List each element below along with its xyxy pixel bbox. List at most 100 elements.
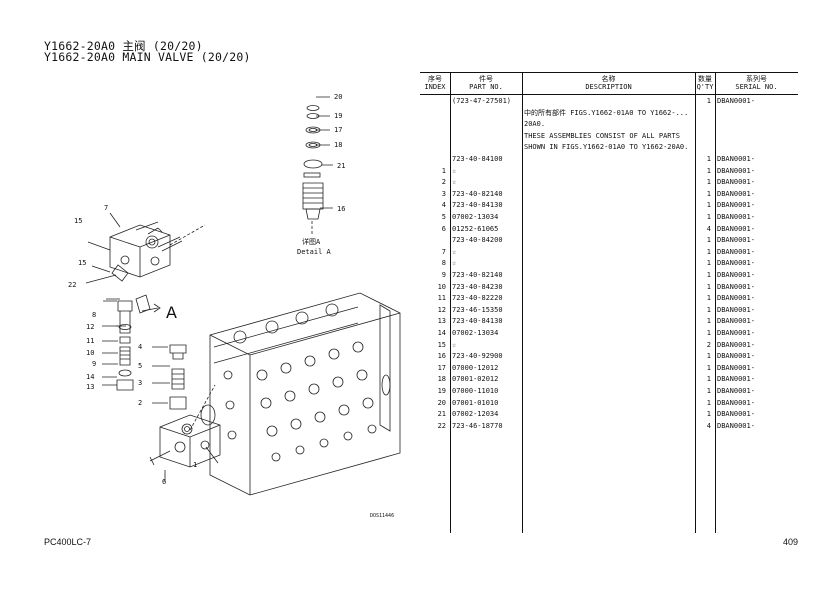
row-part-no: 723-40-84100 — [452, 155, 503, 163]
table-row: 507002-13034............................… — [420, 212, 798, 224]
row-part-no: 723-40-82220 — [452, 294, 503, 303]
row-index: 2 — [441, 178, 446, 187]
callout-3: 3 — [138, 379, 142, 387]
table-row: 601252-61065............................… — [420, 224, 798, 236]
row-part-no: 07000-11010 — [452, 387, 499, 395]
table-row: 723-40-84200............................… — [420, 235, 798, 247]
row-qty: 1 — [706, 189, 711, 198]
page-number: 409 — [783, 537, 799, 547]
row-qty: 1 — [706, 97, 711, 105]
header-part-cn: 件号 — [479, 75, 493, 83]
row-note: 中的所有部件 FIGS.Y1662-01A0 TO Y1662-... — [524, 108, 689, 117]
row-serial: DBAN0001- — [717, 363, 755, 372]
callout-10: 10 — [86, 349, 94, 357]
row-qty: 1 — [706, 305, 711, 314]
callout-12: 12 — [86, 323, 94, 331]
header-index-en: INDEX — [424, 83, 446, 91]
row-index: 20 — [437, 398, 446, 407]
callout-13: 13 — [86, 383, 94, 391]
row-qty: 1 — [706, 155, 711, 163]
row-serial: DBAN0001- — [717, 375, 755, 384]
row-part-no: 07002-12034 — [452, 410, 499, 419]
callout-14: 14 — [86, 373, 94, 381]
header-qty-cn: 数量 — [698, 75, 712, 83]
row-part-no: 01252-61065 — [452, 224, 499, 233]
callout-22: 22 — [68, 281, 76, 289]
callout-11: 11 — [86, 337, 94, 345]
table-row: 2007001-01010...........................… — [420, 398, 798, 410]
row-serial: DBAN0001- — [717, 189, 755, 198]
row-index: 9 — [441, 271, 446, 279]
row-serial: DBAN0001- — [717, 224, 755, 233]
row-part-no: 07002-13034 — [452, 329, 499, 337]
callout-15a: 15 — [74, 217, 82, 225]
row-part-no: 723-40-84130 — [452, 317, 503, 326]
row-part-no: ☆ — [452, 178, 457, 187]
parts-column-left — [102, 300, 134, 391]
table-row: 2☆......................................… — [420, 177, 798, 189]
table-row: 10723-40-84230..........................… — [420, 282, 798, 294]
row-part-no: 723-40-84200 — [452, 236, 503, 245]
callout-17: 17 — [334, 126, 342, 134]
row-qty: 1 — [706, 317, 711, 326]
table-row: (723-47-27501)..........................… — [420, 96, 798, 108]
table-row: 8☆......................................… — [420, 258, 798, 270]
callout-4: 4 — [138, 343, 142, 351]
table-row: 1807001-02012...........................… — [420, 374, 798, 386]
row-qty: 1 — [706, 387, 711, 395]
table-row: 15☆.....................................… — [420, 340, 798, 352]
row-part-no: (723-47-27501) — [452, 97, 512, 105]
header-serial-cn: 系列号 — [746, 75, 767, 83]
row-serial: DBAN0001- — [717, 247, 755, 256]
row-index: 15 — [437, 340, 446, 349]
row-part-no: 07000-12012 — [452, 363, 499, 372]
row-qty: 1 — [706, 178, 711, 187]
table-row: 723-40-84100............................… — [420, 154, 798, 166]
row-index: 19 — [437, 387, 446, 395]
callout-1: 1 — [193, 461, 197, 469]
row-qty: 1 — [706, 166, 711, 175]
row-part-no: 723-40-92900 — [452, 352, 503, 361]
callout-2: 2 — [138, 399, 142, 407]
header-part-en: PART NO. — [469, 83, 503, 91]
row-index: 14 — [437, 329, 446, 337]
row-index: 17 — [437, 363, 446, 372]
row-part-no: 07002-13034 — [452, 213, 499, 221]
row-qty: 1 — [706, 352, 711, 361]
callout-8: 8 — [92, 311, 96, 319]
table-row: SHOWN IN FIGS.Y1662-01A0 TO Y1662-20A0. — [420, 142, 798, 154]
model-number: PC400LC-7 — [44, 537, 92, 547]
table-row: 22723-46-18770..........................… — [420, 421, 798, 433]
table-row: 1707000-12012...........................… — [420, 363, 798, 375]
table-row: 1☆......................................… — [420, 166, 798, 178]
callout-5: 5 — [138, 362, 142, 370]
table-row: 3723-40-82140...........................… — [420, 189, 798, 201]
row-serial: DBAN0001- — [717, 213, 755, 221]
callout-6: 6 — [162, 478, 166, 486]
table-row: 1907000-11010...........................… — [420, 386, 798, 398]
exploded-parts-diagram: 20 19 17 18 21 16 7 15 15 22 8 12 11 10 … — [68, 93, 401, 519]
callout-21: 21 — [337, 162, 345, 170]
callout-labels: 20 19 17 18 21 16 7 15 15 22 8 12 11 10 … — [68, 93, 394, 519]
detail-a-label-en: Detail A — [297, 248, 332, 256]
table-row: 2107002-12034...........................… — [420, 409, 798, 421]
row-part-no: 723-40-82140 — [452, 189, 503, 198]
row-serial: DBAN0001- — [717, 317, 755, 326]
header-serial-en: SERIAL NO. — [735, 83, 778, 91]
table-row: 中的所有部件 FIGS.Y1662-01A0 TO Y1662-... — [420, 108, 798, 120]
callout-9: 9 — [92, 360, 96, 368]
row-serial: DBAN0001- — [717, 410, 755, 419]
row-part-no: ☆ — [452, 247, 457, 256]
row-part-no: 723-46-15350 — [452, 305, 503, 314]
drawing-ref-code: DOS11446 — [370, 513, 394, 519]
table-row: 12723-46-15350..........................… — [420, 305, 798, 317]
table-row: 13723-40-84130..........................… — [420, 316, 798, 328]
header-qty-en: Q'TY — [696, 83, 714, 91]
row-note: THESE ASSEMBLIES CONSIST OF ALL PARTS — [524, 131, 680, 140]
row-qty: 1 — [706, 410, 711, 419]
detail-a-parts — [302, 96, 333, 220]
page-title-cn: Y1662-20A0 主阀 (20/20) — [44, 39, 203, 53]
row-qty: 1 — [706, 375, 711, 384]
row-index: 11 — [437, 294, 446, 303]
parts-table: 序号 INDEX 件号 PART NO. 名称 DESCRIPTION 数量 Q… — [420, 72, 798, 533]
